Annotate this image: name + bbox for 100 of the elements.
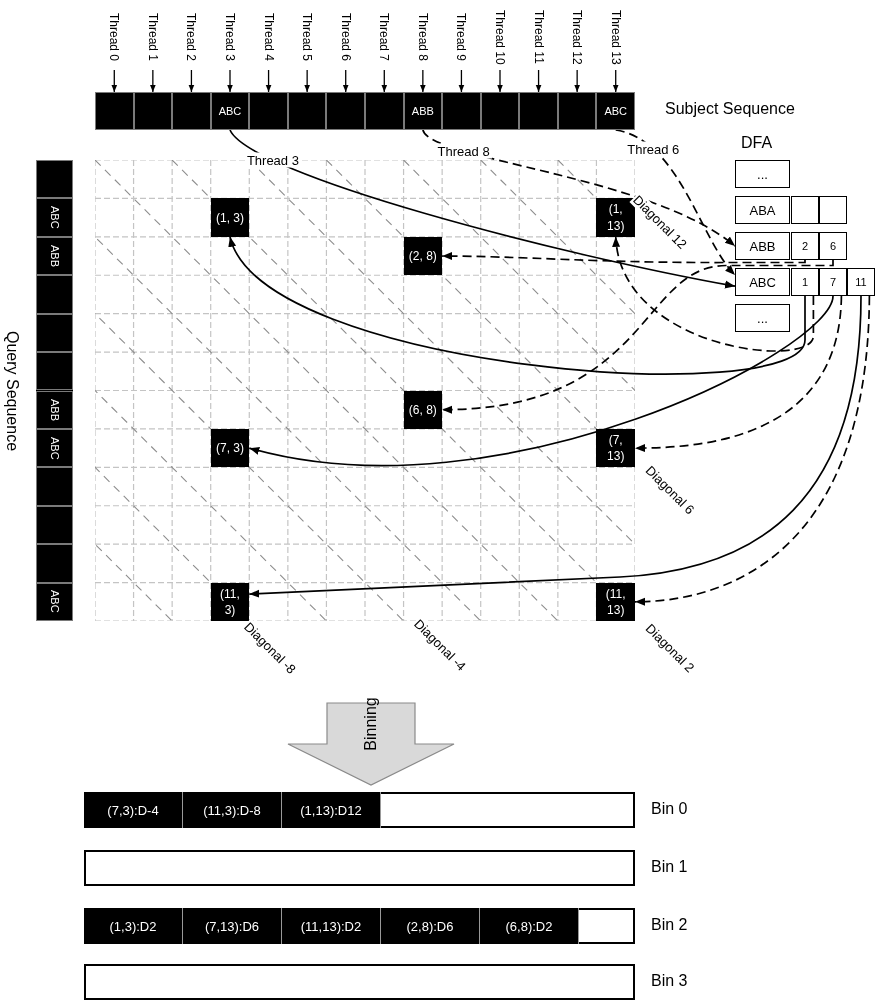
sequence-cell (95, 92, 134, 130)
sequence-cell: ABB (403, 92, 443, 130)
arrow (150, 69, 156, 93)
dfa-cell: ... (735, 304, 790, 332)
edge-label: Thread 8 (435, 143, 492, 159)
arrow (248, 295, 862, 598)
arrow (188, 69, 195, 93)
bin-entry: (11,3):D-8 (183, 792, 282, 828)
arrow (441, 252, 806, 264)
dfa-cell: ABC (735, 268, 790, 296)
thread-label: Thread 5 (298, 4, 317, 70)
thread-label: Thread 11 (529, 4, 548, 70)
match-cell: (7, 3) (210, 428, 250, 468)
edge-label: Thread 6 (625, 141, 682, 157)
bin-entry: (1,13):D12 (282, 792, 381, 828)
dfa-cell: ABB (735, 232, 790, 260)
table-title: DFA (741, 134, 773, 152)
dfa-cell: 11 (847, 268, 875, 296)
sequence-cell (519, 92, 558, 130)
arrow (111, 69, 118, 93)
sequence-cell (557, 92, 597, 130)
sequence-cell (287, 92, 327, 130)
thread-label: Thread 10 (491, 4, 509, 70)
thread-label: Thread 1 (143, 4, 162, 70)
bin-entry: (11,13):D2 (282, 908, 381, 944)
dfa-cell: 2 (791, 232, 819, 260)
sequence-cell (36, 313, 73, 353)
thread-label: Thread 4 (259, 4, 278, 70)
arrow (227, 69, 233, 93)
arrow (614, 129, 736, 276)
arrow (634, 295, 871, 606)
bin-label: Bin 0 (651, 800, 688, 818)
thread-label: Thread 2 (182, 4, 201, 70)
sequence-cell: ABC (36, 582, 73, 621)
arrow (381, 69, 388, 93)
sequence-title: Subject Sequence (665, 100, 795, 118)
arrow (342, 69, 349, 93)
dfa-cell: 6 (819, 232, 847, 260)
thread-label: Thread 8 (413, 4, 432, 70)
dfa-cell (819, 196, 847, 224)
thread-label: Thread 13 (606, 4, 625, 70)
arrow (265, 69, 272, 93)
thread-label: Thread 0 (105, 4, 124, 70)
sequence-cell: ABB (36, 236, 73, 276)
arrow (229, 129, 736, 289)
dfa-cell: 7 (819, 268, 847, 296)
arrow (441, 259, 834, 414)
sequence-cell: ABB (36, 390, 73, 429)
thread-label: Thread 9 (452, 4, 471, 70)
sequence-cell (172, 92, 211, 130)
match-cell: (2, 8) (403, 236, 443, 276)
sequence-cell (36, 275, 73, 314)
sequence-cell (133, 92, 173, 130)
match-cell: (7, 13) (596, 428, 635, 468)
arrow (613, 236, 815, 352)
sequence-cell (480, 92, 520, 130)
arrow (634, 295, 843, 452)
bin-entry: (1,3):D2 (84, 908, 183, 944)
sequence-cell: ABC (210, 92, 250, 130)
sequence-cell (249, 92, 288, 130)
match-cell: (6, 8) (403, 390, 443, 429)
sequence-cell: ABC (36, 198, 73, 237)
sequence-cell: ABC (36, 428, 73, 468)
arrow (574, 69, 580, 93)
match-cell: (11, 3) (210, 582, 250, 621)
match-cell: (11, 13) (596, 582, 635, 621)
arrow (612, 69, 619, 93)
sequence-cell (36, 160, 73, 199)
arrow (420, 69, 426, 93)
dfa-cell (791, 196, 819, 224)
thread-label: Thread 12 (568, 4, 587, 70)
dfa-cell: 1 (791, 268, 819, 296)
edge-label: Thread 3 (244, 152, 301, 168)
sequence-cell (36, 505, 73, 545)
match-cell: (1, 3) (210, 198, 250, 237)
sequence-cell (36, 544, 73, 583)
arrow (248, 295, 834, 467)
sequence-cell (442, 92, 481, 130)
arrow (458, 69, 465, 93)
dfa-cell: ... (735, 160, 790, 188)
dfa-cell: ABA (735, 196, 790, 224)
bin-label: Bin 1 (651, 858, 688, 876)
thread-label: Thread 3 (221, 4, 239, 70)
sequence-title: Query Sequence (3, 330, 21, 451)
sequence-cell (36, 352, 73, 391)
sequence-cell (36, 467, 73, 506)
sequence-cell: ABC (596, 92, 635, 130)
arrow (497, 69, 503, 93)
bin-entry: (6,8):D2 (480, 908, 579, 944)
bin-entry: (7,13):D6 (183, 908, 282, 944)
sequence-cell (326, 92, 365, 130)
arrow (304, 69, 310, 93)
thread-label: Thread 6 (336, 4, 355, 70)
thread-label: Thread 7 (375, 4, 394, 70)
bin-entry: (7,3):D-4 (84, 792, 183, 828)
bin-entry: (2,8):D6 (381, 908, 480, 944)
arrow (229, 236, 806, 375)
bin-label: Bin 3 (651, 972, 688, 990)
arrow (535, 69, 542, 93)
bin-label: Bin 2 (651, 916, 688, 934)
